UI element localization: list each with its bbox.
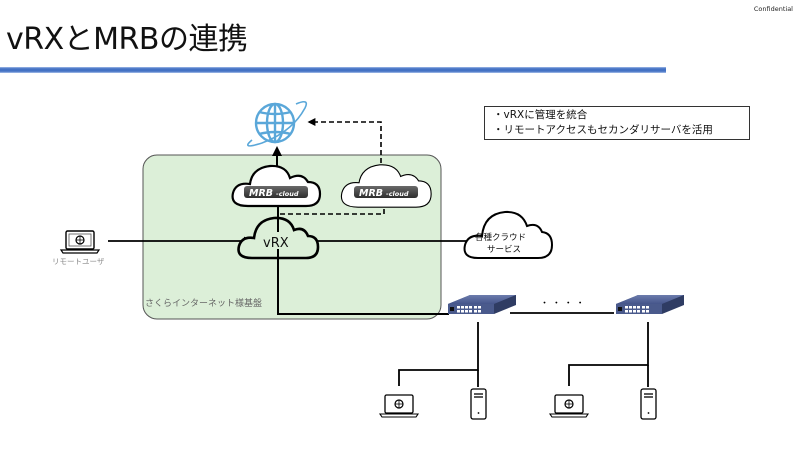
mrb-cloud-sublabel: -cloud [276, 190, 299, 198]
server-icon [640, 388, 657, 420]
switch2-to-laptop-link [568, 322, 649, 386]
switch1-to-laptop-link [398, 322, 479, 386]
mrb-cloud-badge [244, 186, 308, 198]
ellipsis-more-switches: ・ ・ ・ ・ [540, 299, 585, 309]
confidential-label: Confidential [753, 5, 793, 13]
laptop-icon [548, 394, 590, 418]
page-title: vRXとMRBの連携 [6, 22, 248, 57]
mrb-cloud-secondary: MRB -cloud [340, 164, 432, 208]
network-switch-icon [448, 295, 516, 314]
connections [108, 118, 649, 387]
server-icon [470, 388, 487, 420]
mrb-cloud-secondary-label: MRB [359, 188, 383, 199]
network-switch-icon [616, 295, 684, 314]
vrx-to-switch-link [277, 258, 449, 315]
remote-user: リモートユーザ [52, 230, 105, 266]
vrx-label: vRX [263, 236, 289, 251]
mrb-cloud-primary: MRB -cloud [231, 164, 322, 208]
laptop-icon [59, 230, 101, 254]
remote-user-label: リモートユーザ [52, 257, 105, 266]
cloud-services: 各種クラウド サービス [463, 210, 554, 259]
mrb-cloud-secondary-sublabel: -cloud [386, 190, 409, 198]
laptop-icon [378, 394, 420, 418]
platform-region-label: さくらインターネット様基盤 [145, 297, 262, 309]
notes-box: ・vRXに管理を統合 ・リモートアクセスもセカンダリサーバを活用 [484, 106, 750, 140]
mrb-cloud-badge [354, 186, 418, 198]
globe-icon [246, 100, 308, 147]
vrx-cloud: vRX [237, 216, 320, 260]
cloud-services-label-line2: サービス [487, 245, 521, 255]
cloud-services-label-line1: 各種クラウド [475, 232, 526, 243]
mrb-cloud-label: MRB [249, 188, 273, 199]
note-line: ・vRXに管理を統合 [493, 109, 588, 121]
note-line: ・リモートアクセスもセカンダリサーバを活用 [493, 124, 713, 136]
mrb-secondary-to-internet-link [307, 118, 382, 163]
title-underline-bar [0, 67, 666, 73]
